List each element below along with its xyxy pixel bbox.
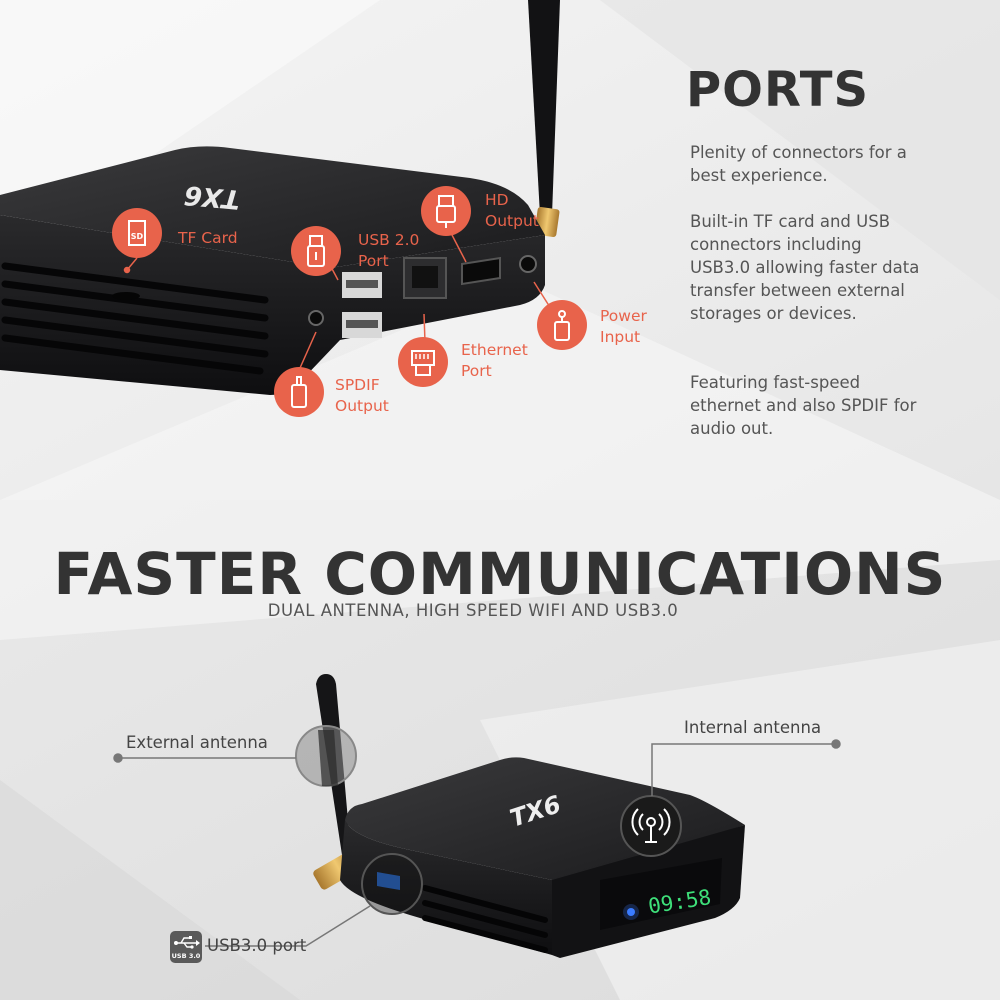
ethernet-plug-icon	[398, 337, 448, 387]
comms-title: FASTER COMMUNICATIONS	[53, 540, 947, 608]
external-antenna-label: External antenna	[126, 733, 268, 752]
ports-paragraph-2: Built-in TF card and USB connectors incl…	[690, 212, 920, 323]
sd-badge: SD	[131, 232, 144, 241]
hd-output-label: HD Output	[485, 190, 539, 232]
spdif-label: SPDIF Output	[335, 375, 389, 417]
ethernet-label-line1: Ethernet	[461, 341, 528, 359]
spdif-plug-icon	[274, 367, 324, 417]
ethernet-label-line2: Port	[461, 362, 492, 380]
usb30-badge-text: USB 3.0	[171, 952, 201, 960]
power-plug-icon	[537, 300, 587, 350]
spdif-label-line2: Output	[335, 397, 389, 415]
ports-paragraph-1: Plenity of connectors for a best experie…	[690, 143, 907, 185]
usb30-badge-icon: USB 3.0	[170, 931, 202, 963]
usb20-label-line1: USB 2.0	[358, 231, 420, 249]
ports-paragraph-3: Featuring fast-speed ethernet and also S…	[690, 373, 917, 438]
power-input-label-line2: Input	[600, 328, 641, 346]
ethernet-label: Ethernet Port	[461, 340, 528, 382]
top-logo: TX6	[183, 179, 241, 214]
power-input-label: Power Input	[600, 306, 647, 348]
hd-output-label-line2: Output	[485, 212, 539, 230]
usb30-port-label: USB3.0 port	[207, 936, 307, 955]
internal-antenna-label: Internal antenna	[684, 718, 822, 737]
comms-subtitle: DUAL ANTENNA, HIGH SPEED WIFI AND USB3.0	[267, 601, 679, 620]
tf-card-label: TF Card	[178, 229, 238, 247]
ports-title: PORTS	[686, 62, 870, 118]
power-input-label-line1: Power	[600, 307, 647, 325]
usb20-label-line2: Port	[358, 252, 389, 270]
spdif-label-line1: SPDIF	[335, 376, 380, 394]
hdmi-plug-icon	[421, 186, 471, 236]
wifi-antenna-icon	[631, 808, 671, 843]
usb20-label: USB 2.0 Port	[358, 230, 419, 272]
usb-plug-icon	[291, 226, 341, 276]
hd-output-label-line1: HD	[485, 191, 509, 209]
sd-card-icon: SD	[112, 208, 162, 258]
